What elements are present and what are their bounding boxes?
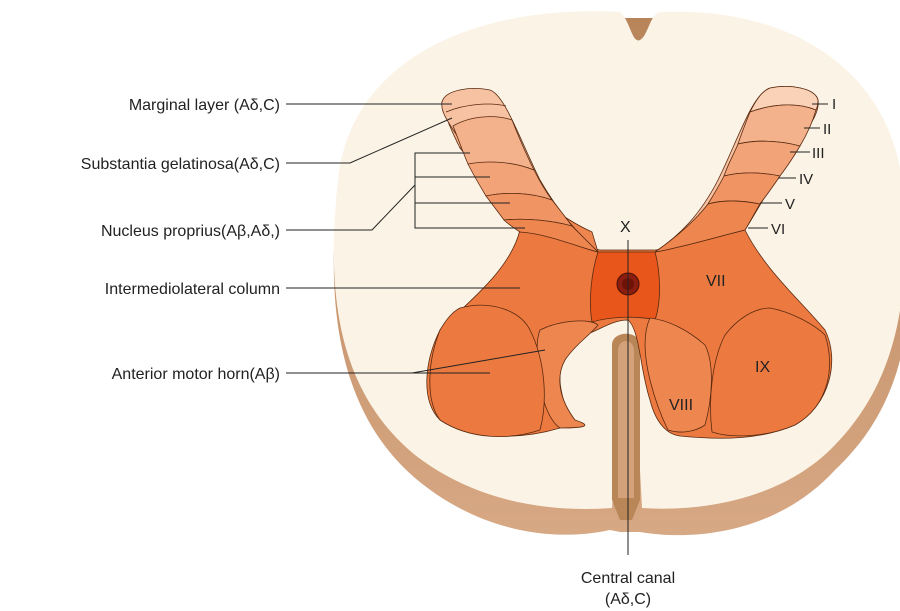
label-substantia-gelatinosa: Substantia gelatinosa(Aδ,C) [81, 156, 280, 173]
numeral-vii: VII [706, 273, 726, 290]
anterior-median-fissure-shade [618, 341, 634, 498]
left-labels: Marginal layer (Aδ,C) Substantia gelatin… [81, 97, 280, 383]
label-marginal-layer: Marginal layer (Aδ,C) [129, 97, 280, 114]
label-anterior-motor-horn: Anterior motor horn(Aβ) [112, 366, 280, 383]
label-nucleus-proprius: Nucleus proprius(Aβ,Aδ,) [101, 223, 280, 240]
central-canal-label-line2: (Aδ,C) [605, 591, 651, 608]
lamina-ix-left [430, 305, 544, 436]
numeral-ix: IX [755, 359, 770, 376]
numeral-v: V [785, 196, 795, 213]
numeral-iv: IV [799, 171, 813, 188]
central-canal-label-line1: Central canal [581, 570, 675, 587]
numeral-iii: III [812, 145, 825, 162]
label-intermediolateral-column: Intermediolateral column [105, 281, 280, 298]
numeral-viii: VIII [669, 397, 693, 414]
central-canal-label: Central canal (Aδ,C) [581, 570, 675, 608]
numeral-ii: II [823, 121, 831, 138]
numeral-i: I [832, 96, 836, 113]
numeral-x: X [620, 219, 631, 236]
numeral-vi: VI [771, 221, 785, 238]
